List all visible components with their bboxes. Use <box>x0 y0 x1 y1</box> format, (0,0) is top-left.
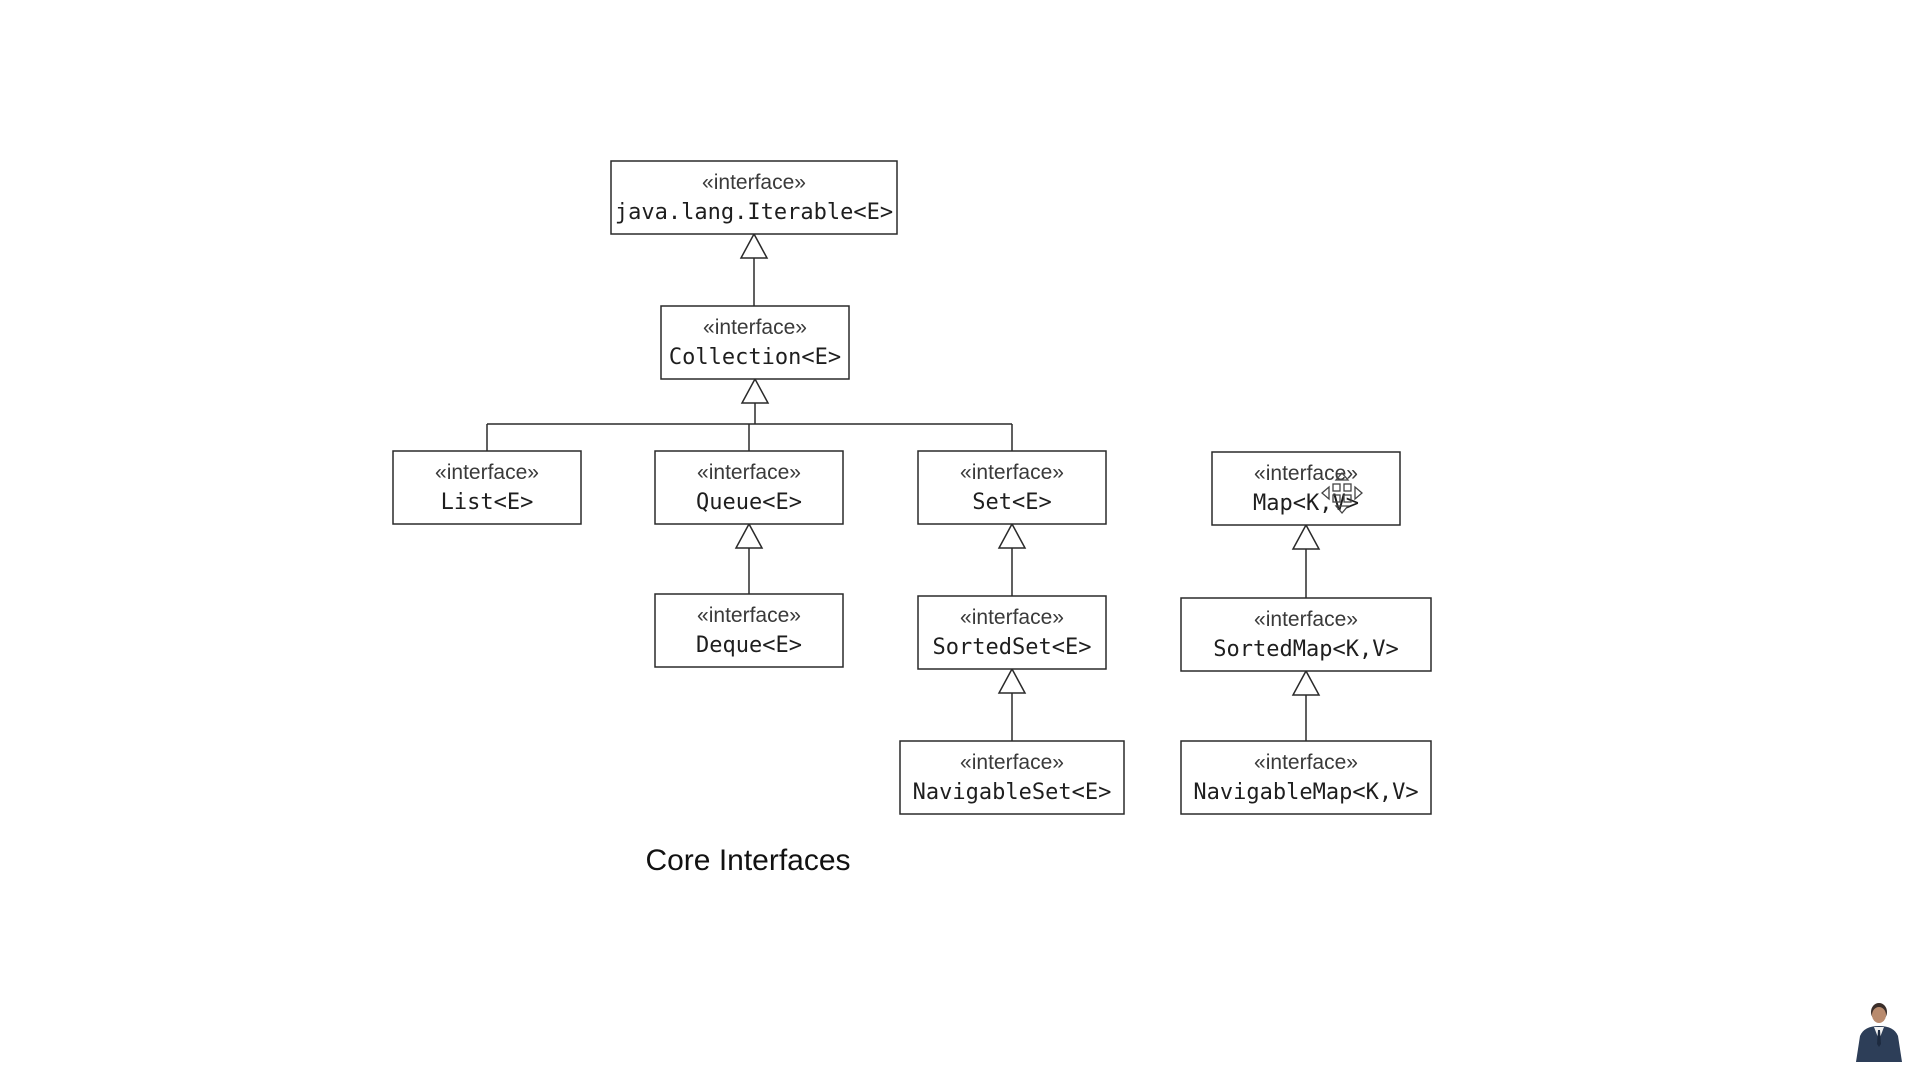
inheritance-arrowhead <box>734 522 764 549</box>
inheritance-arrowhead <box>997 522 1027 549</box>
interface-box <box>610 160 898 235</box>
inheritance-arrowhead <box>1291 523 1321 550</box>
interface-box <box>1211 451 1401 526</box>
edges-layer <box>486 232 1321 741</box>
interface-node-collection: «interface» Collection<E> <box>660 305 850 380</box>
inheritance-arrowhead <box>1291 669 1321 696</box>
interface-node-navigableset: «interface» NavigableSet<E> <box>899 740 1125 815</box>
interface-node-queue: «interface» Queue<E> <box>654 450 844 525</box>
interface-box <box>392 450 582 525</box>
interface-node-list: «interface» List<E> <box>392 450 582 525</box>
interface-name: Set<E> <box>972 490 1051 515</box>
inheritance-arrowhead <box>740 377 770 404</box>
presenter-avatar-icon <box>1856 1003 1902 1062</box>
interface-stereotype: «interface» <box>435 461 539 484</box>
interface-stereotype: «interface» <box>1254 751 1358 774</box>
interface-name: Queue<E> <box>696 490 802 515</box>
interface-node-sortedset: «interface» SortedSet<E> <box>917 595 1107 670</box>
interface-box <box>654 593 844 668</box>
interface-box <box>654 450 844 525</box>
interface-stereotype: «interface» <box>703 316 807 339</box>
interface-name: NavigableMap<K,V> <box>1193 780 1418 805</box>
inheritance-arrowhead <box>739 232 769 259</box>
interface-node-map: «interface»Map<K,V> <box>1211 451 1401 526</box>
interface-name: List<E> <box>441 490 534 515</box>
interface-stereotype: «interface» <box>960 606 1064 629</box>
interface-box <box>917 595 1107 670</box>
interface-name: SortedMap<K,V> <box>1213 637 1398 662</box>
interface-stereotype: «interface» <box>1254 462 1358 485</box>
interface-box <box>1180 740 1432 815</box>
interface-stereotype: «interface» <box>960 461 1064 484</box>
diagram-caption: Core Interfaces <box>645 844 850 877</box>
interface-node-navigablemap: «interface» NavigableMap<K,V> <box>1180 740 1432 815</box>
interface-stereotype: «interface» <box>1254 608 1358 631</box>
inheritance-arrowhead <box>997 667 1027 694</box>
interface-stereotype: «interface» <box>702 171 806 194</box>
interface-stereotype: «interface» <box>697 604 801 627</box>
interface-box <box>660 305 850 380</box>
nodes-layer: «interface»java.lang.Iterable<E>«interfa… <box>392 160 1432 815</box>
interface-name: java.lang.Iterable<E> <box>615 200 893 225</box>
move-cursor-icon <box>1321 472 1363 514</box>
interface-name: Deque<E> <box>696 633 802 658</box>
interface-name: SortedSet<E> <box>933 635 1092 660</box>
interface-stereotype: «interface» <box>697 461 801 484</box>
interface-node-set: «interface» Set<E> <box>917 450 1107 525</box>
interface-box <box>917 450 1107 525</box>
interface-box <box>1180 597 1432 672</box>
interface-name: NavigableSet<E> <box>913 780 1112 805</box>
interface-stereotype: «interface» <box>960 751 1064 774</box>
interface-node-deque: «interface» Deque<E> <box>654 593 844 668</box>
interface-name: Collection<E> <box>669 345 841 370</box>
interface-node-sortedmap: «interface» SortedMap<K,V> <box>1180 597 1432 672</box>
interface-box <box>899 740 1125 815</box>
interface-node-iterable: «interface» java.lang.Iterable<E> <box>610 160 898 235</box>
